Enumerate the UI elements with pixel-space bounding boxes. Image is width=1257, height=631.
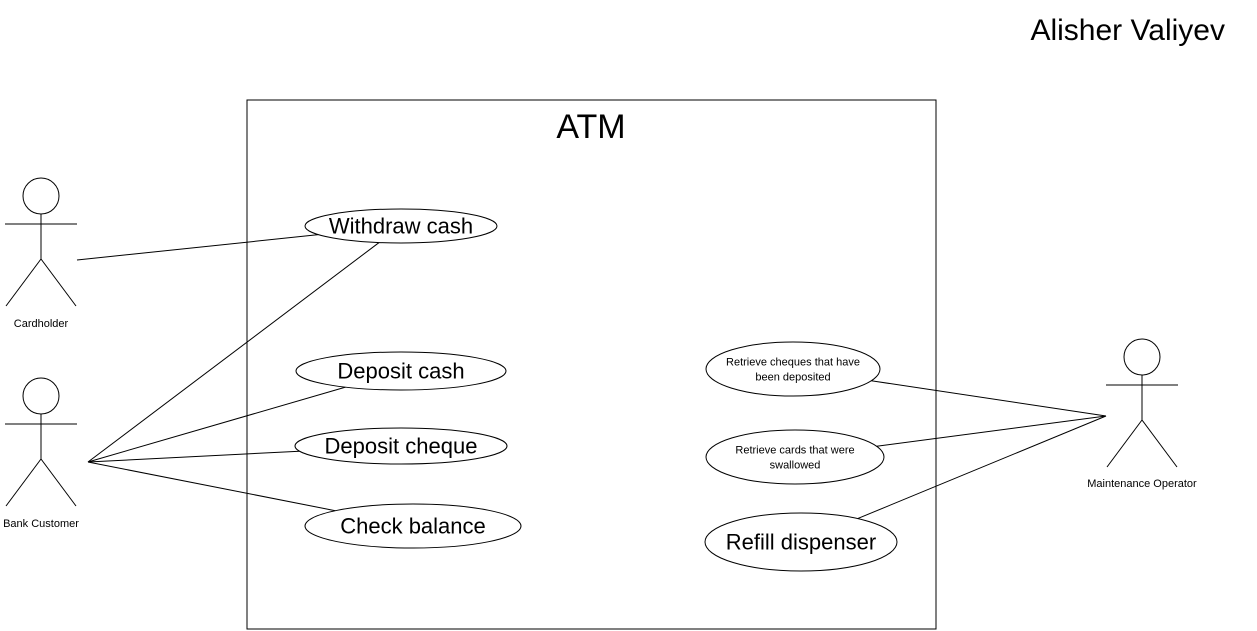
- actor-maintenance-operator: Maintenance Operator: [1087, 338, 1197, 490]
- actor-left-leg: [5, 458, 42, 507]
- use-case-ellipse: [304, 208, 498, 244]
- use-case-label: Retrieve cheques that have: [726, 356, 860, 368]
- actor-label: Bank Customer: [3, 518, 79, 530]
- use-case-label: Deposit cheque: [325, 434, 478, 459]
- use-case-check-balance: Check balance: [304, 503, 522, 549]
- association-bank-customer-check-balance: [87, 461, 336, 512]
- association-bank-customer-withdraw-cash: [87, 242, 380, 463]
- actor-bank-customer: Bank Customer: [3, 377, 79, 530]
- actor-left-leg: [1106, 419, 1143, 468]
- actor-head: [1123, 338, 1161, 376]
- associations: [76, 234, 1107, 520]
- association-maintenance-operator-refill-dispenser: [857, 415, 1107, 520]
- actor-head: [22, 377, 60, 415]
- use-case-ellipse: [705, 341, 881, 397]
- use-case-retrieve-cards: Retrieve cards that were swallowed: [705, 429, 885, 485]
- use-case-ellipse: [704, 512, 898, 572]
- use-case-label: been deposited: [755, 371, 830, 383]
- actor-label: Cardholder: [14, 318, 69, 330]
- use-case-retrieve-cheques: Retrieve cheques that have been deposited: [705, 341, 881, 397]
- use-case-ellipse: [294, 427, 508, 465]
- use-case-refill-dispenser: Refill dispenser: [704, 512, 898, 572]
- use-case-ellipse: [295, 351, 507, 391]
- use-case-label: Deposit cash: [337, 359, 464, 384]
- use-case-ellipse: [705, 429, 885, 485]
- use-case-label: Check balance: [340, 514, 486, 539]
- use-case-withdraw-cash: Withdraw cash: [304, 208, 498, 244]
- use-case-deposit-cash: Deposit cash: [295, 351, 507, 391]
- association-maintenance-operator-retrieve-cards: [876, 415, 1107, 447]
- actor-right-leg: [40, 258, 77, 307]
- association-maintenance-operator-retrieve-cheques: [871, 380, 1107, 417]
- use-case-deposit-cheque: Deposit cheque: [294, 427, 508, 465]
- association-cardholder-withdraw-cash: [76, 234, 319, 261]
- actor-cardholder: Cardholder: [5, 177, 77, 330]
- use-case-label: Refill dispenser: [726, 530, 876, 555]
- actor-head: [22, 177, 60, 215]
- association-bank-customer-deposit-cash: [87, 386, 346, 463]
- use-case-label: Withdraw cash: [329, 214, 473, 239]
- actor-left-leg: [5, 258, 42, 307]
- association-bank-customer-deposit-cheque: [87, 450, 300, 463]
- use-case-label: Retrieve cards that were: [735, 444, 854, 456]
- system-title: ATM: [556, 108, 625, 146]
- actor-label: Maintenance Operator: [1087, 478, 1197, 490]
- system-boundary: [246, 99, 937, 630]
- author-name: Alisher Valiyev: [1030, 14, 1225, 47]
- use-case-ellipse: [304, 503, 522, 549]
- actor-right-leg: [40, 458, 77, 507]
- use-case-label: swallowed: [770, 459, 821, 471]
- actor-right-leg: [1141, 419, 1178, 468]
